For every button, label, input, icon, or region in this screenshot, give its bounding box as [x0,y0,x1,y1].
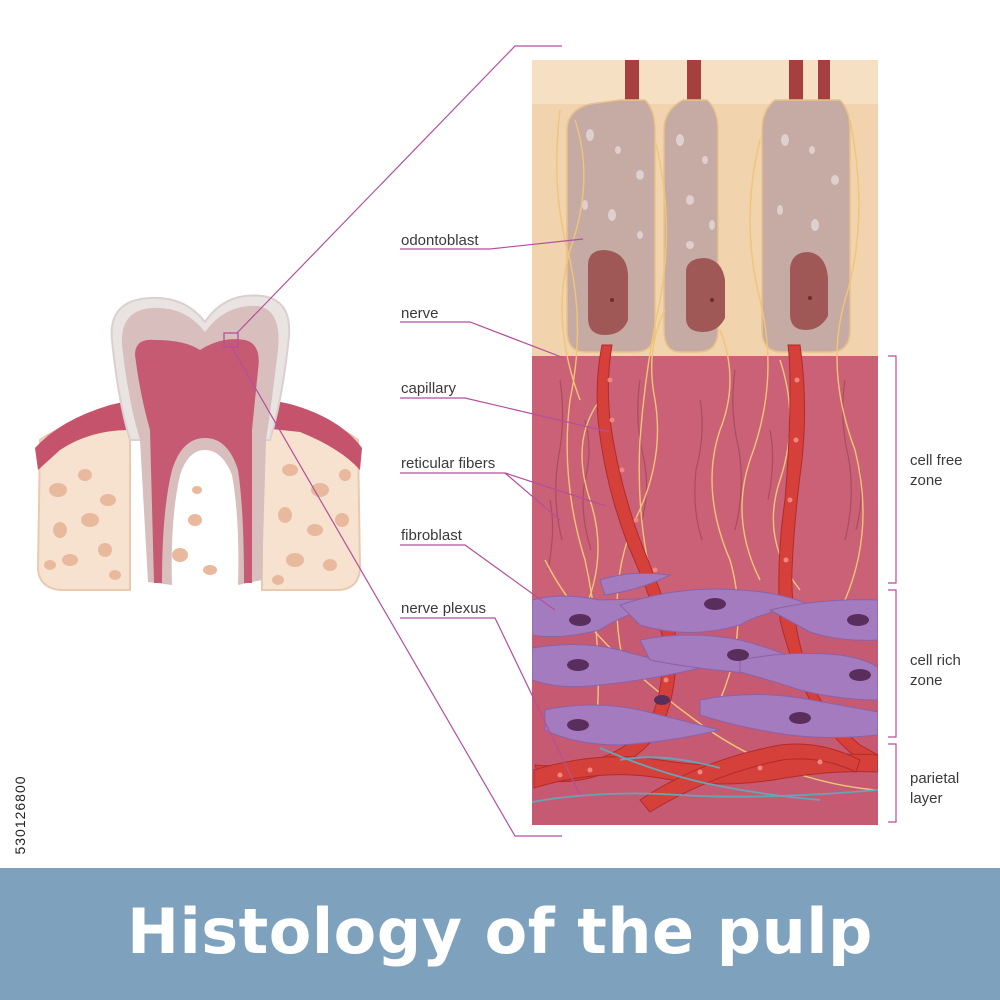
zone-brackets [888,355,897,823]
gum-right [262,398,362,470]
stock-id: 530126800 [8,760,32,870]
magnification-lines [230,45,562,837]
zone-parietal-line2: layer [910,790,943,807]
tooth-cross-section-icon [35,294,362,591]
label-reticular-fibers: reticular fibers [401,455,495,472]
nerve-plexus [532,747,878,803]
odontoblast-cells [566,60,851,353]
label-nerve-plexus: nerve plexus [401,600,486,617]
label-fibroblast: fibroblast [401,527,463,544]
zone-parietal-line1: parietal [910,770,959,787]
zone-cell-free-line1: cell free [910,452,963,469]
zone-cell-free-line2: zone [910,472,943,489]
histology-column [532,60,878,825]
structure-labels: odontoblast nerve capillary reticular fi… [401,232,495,617]
zone-cell-rich-line1: cell rich [910,652,961,669]
fibroblast-nuclei [567,598,871,731]
odontoblast-cell [566,60,656,353]
gum [35,400,132,470]
page-title: Histology of the pulp [127,895,873,968]
odontoblast-cell [761,60,851,353]
odontoblast-cell [663,60,725,353]
stock-id-text: 530126800 [12,775,28,855]
label-odontoblast: odontoblast [401,232,479,249]
leader-lines [400,238,611,796]
reticular-fibers [547,369,862,571]
bone-texture [44,464,351,585]
pulp-chamber [135,339,259,583]
label-nerve: nerve [401,305,439,322]
zone-labels: cell free zone cell rich zone parietal l… [910,452,963,807]
title-bar [0,868,1000,1000]
pulp-tissue-light [532,356,878,606]
zone-cell-rich-line2: zone [910,672,943,689]
label-capillary: capillary [401,380,457,397]
